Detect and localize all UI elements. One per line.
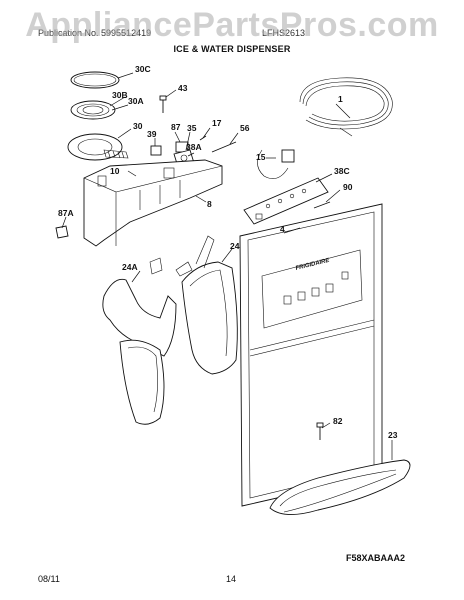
leader-lines — [61, 72, 393, 460]
label-24: 24 — [230, 241, 240, 251]
model-number: LFHS2613 — [262, 28, 306, 38]
part-24a-chute-guide — [102, 257, 177, 425]
watermark-logo: AppliancePartsPros.com — [25, 6, 439, 44]
footer-date: 08/11 — [38, 574, 60, 584]
part-4-front-panel: FRIGIDAIRE — [239, 203, 383, 507]
label-30b: 30B — [112, 90, 128, 100]
publication-number: Publication No. 5995512419 — [38, 28, 152, 38]
label-10: 10 — [110, 166, 120, 176]
label-23: 23 — [388, 430, 398, 440]
label-35: 35 — [187, 123, 197, 133]
part-38c-control-board — [243, 177, 329, 225]
label-15: 15 — [256, 152, 266, 162]
label-1: 1 — [338, 94, 343, 104]
part-30-auger-motor — [67, 133, 129, 161]
label-30a: 30A — [128, 96, 144, 106]
page-number: 14 — [226, 574, 237, 584]
part-labels: 30C 30B 30A 43 1 30 39 87 35 17 56 38A 1… — [58, 64, 398, 440]
label-38a: 38A — [186, 142, 202, 152]
part-30c-ring — [70, 71, 120, 89]
part-43-screw — [159, 95, 167, 113]
label-43: 43 — [178, 83, 188, 93]
label-56: 56 — [240, 123, 250, 133]
label-87: 87 — [171, 122, 181, 132]
part-24-actuator-arm — [175, 235, 238, 375]
part-90-screw — [313, 201, 331, 209]
diagram-code: F58XABAAA2 — [346, 553, 406, 563]
label-24a: 24A — [122, 262, 138, 272]
label-17: 17 — [212, 118, 222, 128]
label-30: 30 — [133, 121, 143, 131]
label-87a: 87A — [58, 208, 74, 218]
label-30c: 30C — [135, 64, 151, 74]
part-82-screw — [316, 422, 324, 440]
label-4: 4 — [280, 224, 285, 234]
part-23-drip-tray — [269, 459, 411, 515]
part-15-wire-harness — [257, 149, 295, 179]
label-39: 39 — [147, 129, 157, 139]
label-8: 8 — [207, 199, 212, 209]
label-90: 90 — [343, 182, 353, 192]
part-8-housing — [83, 159, 223, 247]
part-56-pin — [211, 141, 237, 153]
part-1-water-tube — [299, 77, 393, 137]
label-38c: 38C — [334, 166, 350, 176]
part-30b-disc — [70, 100, 116, 120]
section-title: ICE & WATER DISPENSER — [173, 44, 291, 54]
label-82: 82 — [333, 416, 343, 426]
part-39-switch — [150, 145, 162, 156]
